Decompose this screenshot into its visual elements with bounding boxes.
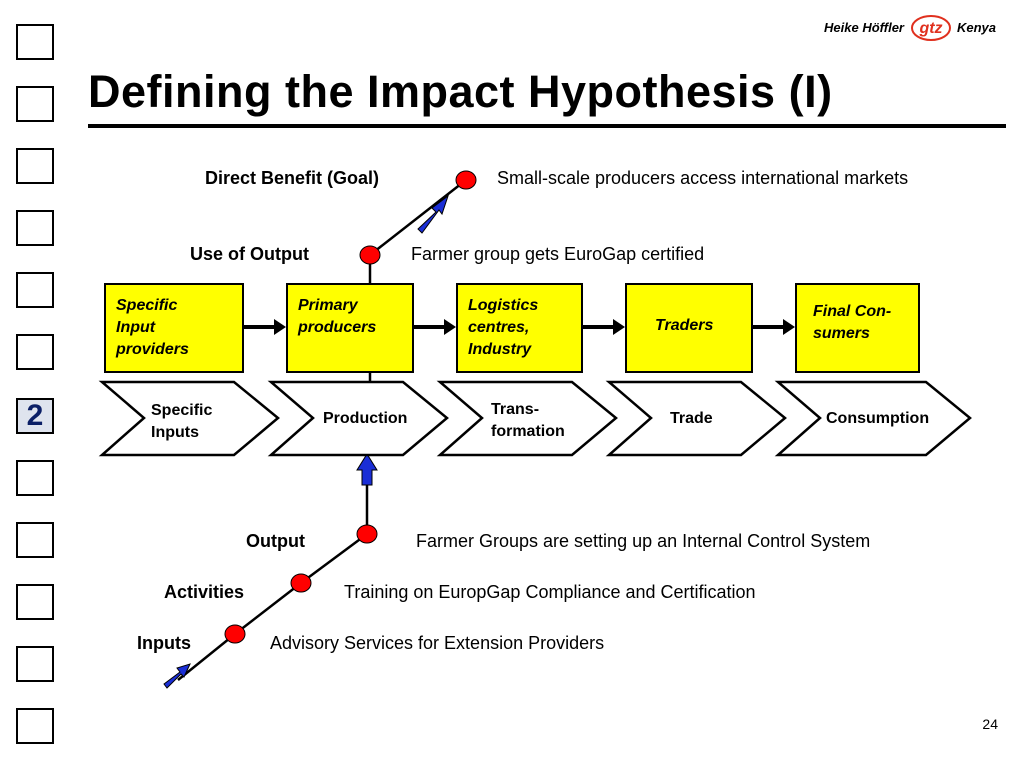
use-of-output-text: Farmer group gets EuroGap certified [411, 244, 705, 264]
actor-arrow-3 [583, 319, 625, 335]
inputs-label: Inputs [137, 633, 191, 653]
nav-box-2[interactable] [16, 86, 54, 122]
actor-box-final-consumers: Final Con-sumers [795, 283, 920, 373]
chevron-specific-inputs [98, 380, 280, 457]
activities-text: Training on EuropGap Compliance and Cert… [344, 582, 756, 602]
node-use-of-output [359, 245, 381, 265]
actor-box-logistics: Logistics centres, Industry [456, 283, 583, 373]
nav-box-9[interactable] [16, 522, 54, 558]
chevron-consumption [774, 380, 972, 457]
node-direct-benefit [455, 170, 477, 190]
nav-box-1[interactable] [16, 24, 54, 60]
inputs-text: Advisory Services for Extension Provider… [270, 633, 605, 653]
nav-box-12[interactable] [16, 708, 54, 744]
output-label: Output [246, 531, 305, 551]
node-activities [290, 573, 312, 593]
page-number: 24 [982, 716, 998, 732]
arrow-inputs [163, 663, 191, 689]
actor-arrow-4 [753, 319, 795, 335]
author-name: Heike Höffler [824, 20, 904, 35]
title-underline [88, 124, 1006, 128]
chain-line-output-valuechain [300, 532, 368, 585]
nav-box-10[interactable] [16, 584, 54, 620]
gtz-logo: gtz [911, 15, 951, 41]
chain-label-transformation: Trans-formation [491, 401, 565, 440]
nav-box-active[interactable]: 2 [16, 398, 54, 434]
chain-line-inputs-activities [177, 633, 236, 681]
actor-arrow-1 [244, 319, 286, 335]
actor-arrow-2 [414, 319, 456, 335]
actor-box-primary-producers: Primary producers [286, 283, 414, 373]
chain-label-consumption: Consumption [826, 410, 930, 427]
arrow-production [356, 453, 378, 486]
node-inputs [224, 624, 246, 644]
logo-text: gtz [918, 20, 942, 37]
direct-benefit-text: Small-scale producers access internation… [497, 168, 909, 188]
nav-box-5[interactable] [16, 272, 54, 308]
node-output [356, 524, 378, 544]
use-of-output-label: Use of Output [190, 244, 309, 264]
actor-box-traders: Traders [625, 283, 753, 373]
activities-label: Activities [164, 582, 245, 602]
page-title: Defining the Impact Hypothesis (I) [88, 66, 833, 117]
chevron-trade [605, 380, 787, 457]
chain-label-production: Production [323, 410, 408, 427]
chain-label-specific-inputs: Specific Inputs [151, 402, 213, 441]
chain-line-activities-output [234, 582, 302, 635]
chain-label-trade: Trade [670, 410, 713, 427]
nav-box-8[interactable] [16, 460, 54, 496]
nav-box-6[interactable] [16, 334, 54, 370]
direct-benefit-label: Direct Benefit (Goal) [205, 168, 380, 188]
output-text: Farmer Groups are setting up an Internal… [416, 531, 871, 551]
arrow-direct-benefit [417, 194, 449, 234]
nav-box-11[interactable] [16, 646, 54, 682]
chevron-production [267, 380, 449, 457]
chevron-transformation [436, 380, 618, 457]
chain-line-use-to-benefit [369, 179, 467, 256]
actor-box-input-providers: Specific Input providers [104, 283, 244, 373]
nav-box-4[interactable] [16, 210, 54, 246]
nav-box-3[interactable] [16, 148, 54, 184]
country-name: Kenya [957, 20, 997, 35]
